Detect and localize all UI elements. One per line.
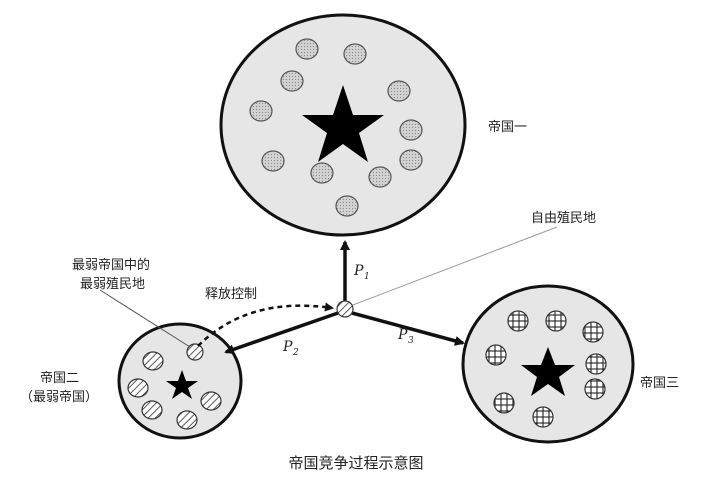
colony — [261, 150, 285, 172]
colony — [127, 378, 149, 398]
arrow-p2 — [224, 311, 339, 355]
colony — [335, 195, 359, 217]
svg-text:3: 3 — [408, 336, 414, 346]
svg-text:P: P — [282, 339, 293, 355]
colony — [295, 38, 319, 60]
empire-two — [117, 322, 243, 440]
colony — [176, 410, 198, 430]
empire-three-star-icon — [521, 347, 575, 396]
free-colony-label: 自由殖民地 — [531, 210, 596, 226]
weakest-colony-label-line2: 最弱殖民地 — [80, 276, 145, 292]
colony — [280, 70, 304, 92]
colony — [368, 166, 392, 188]
svg-text:1: 1 — [364, 272, 370, 282]
colony — [493, 392, 515, 414]
colony — [485, 344, 507, 366]
p1-label: P 1 — [353, 263, 370, 282]
colony — [584, 378, 606, 400]
colony — [582, 321, 604, 343]
p3-label: P 3 — [397, 327, 414, 346]
weakest-colony-label-line1: 最弱帝国中的 — [72, 257, 150, 273]
colony — [343, 43, 367, 65]
weakest-colony-pointer-line — [99, 289, 191, 348]
empire-two-label: 帝国二 — [40, 370, 79, 386]
colony — [310, 162, 334, 184]
empire-one-colonies — [249, 38, 423, 217]
colony — [387, 80, 411, 102]
empire-one-star-icon — [302, 85, 384, 162]
arrow-p3 — [351, 311, 465, 346]
p2-label: P 2 — [282, 339, 299, 358]
colony — [141, 400, 163, 420]
free-colony-pointer-line — [344, 226, 558, 309]
svg-text:2: 2 — [292, 348, 299, 358]
release-control-label: 释放控制 — [205, 287, 257, 302]
empire-two-colonies — [127, 343, 222, 430]
diagram-caption: 帝国竞争过程示意图 — [288, 454, 423, 472]
free-colony — [336, 300, 354, 318]
colony — [532, 406, 554, 428]
svg-text:P: P — [397, 327, 408, 343]
colony — [507, 310, 529, 332]
colony — [585, 353, 607, 375]
colony — [399, 119, 423, 141]
empire-three-colonies — [485, 310, 607, 428]
colony — [142, 351, 164, 371]
empire-two-star-icon — [166, 370, 198, 399]
empire-one — [219, 13, 467, 237]
colony — [399, 149, 423, 171]
empire-one-label: 帝国一 — [488, 119, 527, 135]
empire-three-label: 帝国三 — [640, 375, 679, 391]
empire-two-sublabel: （最弱帝国） — [20, 389, 98, 405]
colony — [249, 100, 273, 122]
svg-text:P: P — [353, 263, 364, 279]
empire-three — [461, 284, 635, 444]
weakest-colony — [186, 343, 204, 361]
colony — [545, 310, 567, 332]
colony — [200, 391, 222, 411]
